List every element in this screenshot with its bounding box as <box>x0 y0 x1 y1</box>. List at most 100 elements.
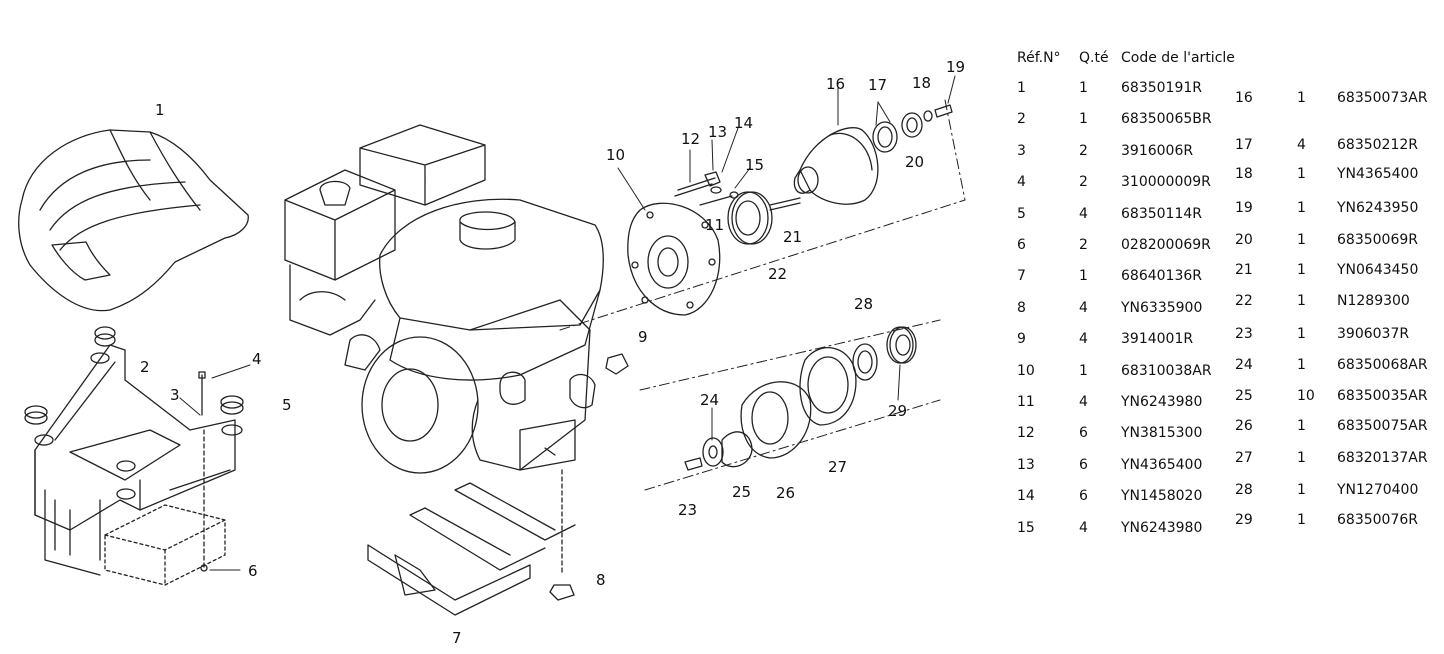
clutch-drum-part <box>793 127 879 205</box>
base-frame-part <box>24 326 244 576</box>
table-cell-code: YN1270400 <box>1337 482 1419 498</box>
table-cell-ref: 21 <box>1235 262 1253 278</box>
flange-part <box>627 202 721 316</box>
table-cell-ref: 2 <box>1017 111 1026 128</box>
table-cell-ref: 26 <box>1235 418 1253 434</box>
table-cell-ref: 14 <box>1017 488 1035 505</box>
callout-3: 3 <box>170 386 180 404</box>
exploded-parts-diagram: 1 2 3 4 5 6 7 8 9 10 11 12 13 14 15 16 1… <box>18 58 966 647</box>
table-cell-ref: 28 <box>1235 482 1253 498</box>
box-part <box>104 504 226 586</box>
callout-15: 15 <box>745 156 764 174</box>
table-cell-qty: 4 <box>1079 205 1088 222</box>
stud-parts <box>674 171 739 206</box>
callout-24: 24 <box>700 391 719 409</box>
callout-28: 28 <box>854 295 873 313</box>
table-cell-qty: 6 <box>1079 488 1088 505</box>
column-header-ref: Réf.N° <box>1017 50 1061 66</box>
table-cell-ref: 16 <box>1235 90 1253 106</box>
table-cell-ref: 9 <box>1017 331 1026 348</box>
table-cell-ref: 20 <box>1235 232 1253 248</box>
callout-25: 25 <box>732 483 751 501</box>
callout-16: 16 <box>826 75 845 93</box>
callout-10: 10 <box>606 146 625 164</box>
table-cell-ref: 17 <box>1235 137 1253 153</box>
table-cell-code: 310000009R <box>1121 174 1211 191</box>
table-cell-qty: 1 <box>1297 232 1306 248</box>
table-cell-ref: 18 <box>1235 166 1253 182</box>
table-cell-qty: 1 <box>1297 418 1306 434</box>
table-cell-qty: 1 <box>1297 90 1306 106</box>
callout-29: 29 <box>888 402 907 420</box>
callout-5: 5 <box>282 396 292 414</box>
table-cell-ref: 10 <box>1017 362 1035 379</box>
callout-12: 12 <box>681 130 700 148</box>
callout-17: 17 <box>868 76 887 94</box>
table-cell-qty: 1 <box>1297 326 1306 342</box>
callout-19: 19 <box>946 58 965 76</box>
bearing-parts <box>872 104 953 153</box>
engine-cover-part <box>18 129 249 312</box>
callout-18: 18 <box>912 74 931 92</box>
callout-20: 20 <box>905 153 924 171</box>
table-cell-qty: 10 <box>1297 388 1315 404</box>
table-cell-code: 68350065BR <box>1121 111 1212 128</box>
table-cell-code: 3916006R <box>1121 142 1194 159</box>
table-cell-qty: 1 <box>1079 80 1088 96</box>
table-cell-code: 68350069R <box>1337 232 1418 248</box>
table-cell-ref: 3 <box>1017 142 1026 159</box>
table-cell-code: 3914001R <box>1121 331 1194 348</box>
table-cell-code: 68310038AR <box>1121 362 1212 379</box>
callout-6: 6 <box>248 562 258 580</box>
table-cell-code: 68350035AR <box>1337 388 1428 404</box>
table-cell-qty: 1 <box>1297 357 1306 373</box>
table-cell-ref: 29 <box>1235 512 1253 528</box>
callout-27: 27 <box>828 458 847 476</box>
table-cell-qty: 1 <box>1079 111 1088 128</box>
callout-4: 4 <box>252 350 262 368</box>
table-cell-qty: 2 <box>1079 237 1088 253</box>
table-cell-qty: 4 <box>1079 331 1088 348</box>
table-cell-code: YN6243980 <box>1121 519 1203 536</box>
table-cell-qty: 4 <box>1079 299 1088 316</box>
seal-part <box>727 191 773 245</box>
nut-parts <box>549 353 629 601</box>
table-cell-qty: 6 <box>1079 456 1088 473</box>
table-cell-qty: 4 <box>1297 137 1306 153</box>
callout-8: 8 <box>596 571 606 589</box>
table-cell-code: 68350191R <box>1121 80 1202 96</box>
callout-21: 21 <box>783 228 802 246</box>
table-cell-ref: 19 <box>1235 200 1253 216</box>
table-cell-ref: 4 <box>1017 174 1026 191</box>
table-cell-ref: 23 <box>1235 326 1253 342</box>
table-cell-qty: 1 <box>1297 293 1306 309</box>
callout-14: 14 <box>734 114 753 132</box>
column-header-qty: Q.té <box>1079 50 1109 66</box>
table-cell-ref: 13 <box>1017 456 1035 473</box>
table-cell-qty: 6 <box>1079 425 1088 442</box>
table-cell-qty: 1 <box>1297 450 1306 466</box>
table-cell-code: 68320137AR <box>1337 450 1428 466</box>
table-cell-qty: 4 <box>1079 394 1088 410</box>
table-cell-ref: 5 <box>1017 205 1026 222</box>
table-cell-code: 68350212R <box>1337 137 1418 153</box>
callout-22: 22 <box>768 265 787 283</box>
table-cell-ref: 25 <box>1235 388 1253 404</box>
table-cell-qty: 1 <box>1297 262 1306 278</box>
table-cell-code: 028200069R <box>1121 237 1211 253</box>
pulley-parts <box>684 347 857 471</box>
table-cell-ref: 27 <box>1235 450 1253 466</box>
bearing-parts-lower <box>852 326 917 381</box>
table-cell-code: 68350068AR <box>1337 357 1428 373</box>
bolt-parts <box>198 371 208 572</box>
engine-part <box>284 124 604 474</box>
table-cell-qty: 1 <box>1297 200 1306 216</box>
table-cell-ref: 7 <box>1017 268 1026 285</box>
table-cell-ref: 11 <box>1017 394 1035 410</box>
table-cell-ref: 12 <box>1017 425 1035 442</box>
table-cell-code: 68350073AR <box>1337 90 1428 106</box>
callout-23: 23 <box>678 501 697 519</box>
table-cell-qty: 1 <box>1079 268 1088 285</box>
table-cell-code: 68350075AR <box>1337 418 1428 434</box>
callout-26: 26 <box>776 484 795 502</box>
